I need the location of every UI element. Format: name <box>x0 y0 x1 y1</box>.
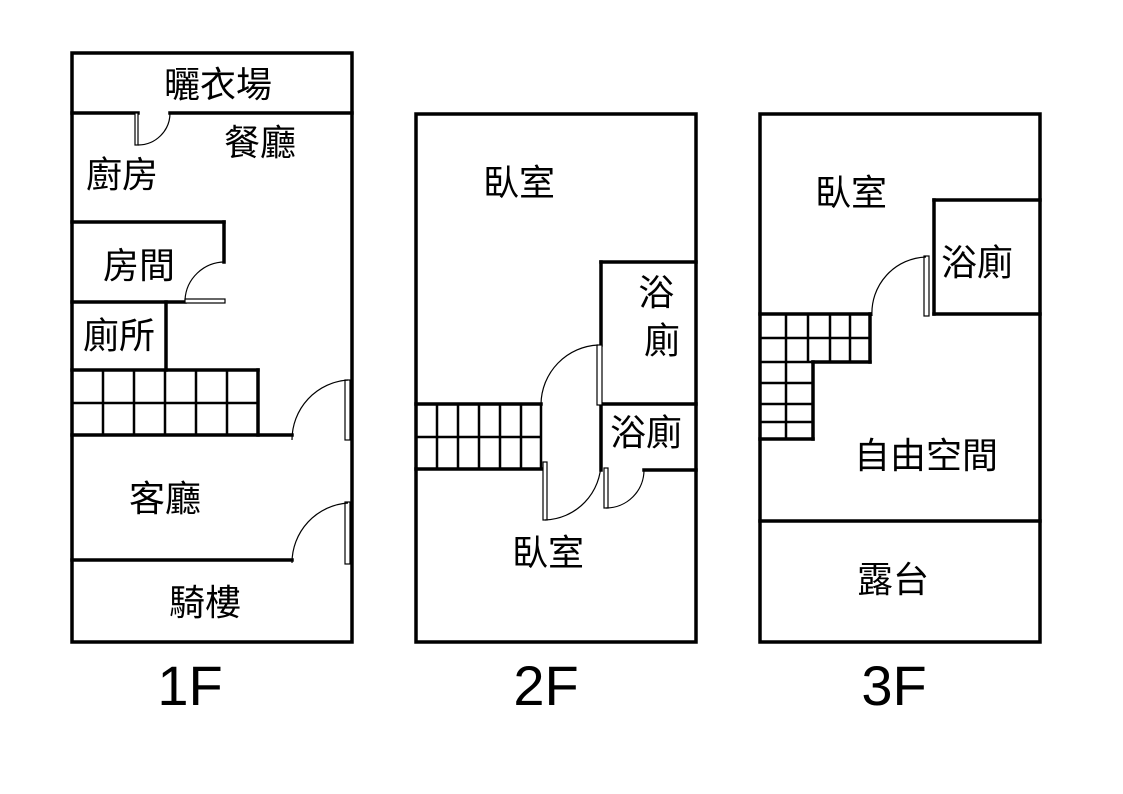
floor-label-1f: 1F <box>157 654 222 717</box>
door-bath-3f <box>871 255 930 317</box>
room-label-free-space-3f: 自由空間 <box>854 436 998 477</box>
door-front-1f <box>291 501 351 565</box>
room-label-toilet: 廁所 <box>83 316 155 357</box>
room-label-bath-lower-2f: 浴廁 <box>610 413 682 454</box>
floor-2f-outline <box>414 112 698 644</box>
door-laundry <box>134 112 171 146</box>
stairs-2f <box>414 402 543 471</box>
floor-3f-outline <box>758 112 1042 644</box>
room-label-dining: 餐廳 <box>224 123 296 164</box>
floor-2f: 臥室 浴 廁 浴廁 臥室 2F <box>414 112 698 717</box>
room-label-bedroom-3f: 臥室 <box>815 173 887 214</box>
door-room <box>184 261 226 304</box>
floor-3f: 臥室 浴廁 自由空間 露台 3F <box>758 112 1042 717</box>
floor-label-2f: 2F <box>513 654 578 717</box>
room-label-room: 房間 <box>103 246 175 287</box>
door-bedroom-2f <box>542 461 602 521</box>
room-label-bedroom-bottom-2f: 臥室 <box>512 533 584 574</box>
room-label-laundry: 曬衣場 <box>164 65 272 106</box>
stairs-1f <box>70 368 294 437</box>
room-label-arcade: 騎樓 <box>169 583 241 624</box>
floor-1f-outline <box>70 51 354 644</box>
room-label-terrace-3f: 露台 <box>857 560 929 601</box>
floor-1f: 曬衣場 餐廳 廚房 房間 廁所 客廳 騎樓 1F <box>70 51 354 717</box>
room-label-bath-upper-2f-line2: 廁 <box>644 321 680 362</box>
door-bath-upper-2f <box>540 344 603 406</box>
door-stair-1f <box>291 379 351 441</box>
floor-label-3f: 3F <box>861 654 926 717</box>
door-bath-lower-2f <box>603 467 645 509</box>
room-label-bath-upper-2f-line1: 浴 <box>638 273 674 314</box>
room-label-kitchen: 廚房 <box>86 155 158 196</box>
room-label-living: 客廳 <box>129 479 201 520</box>
room-label-bath-3f: 浴廁 <box>941 243 1013 284</box>
room-label-bath-upper-2f: 浴 廁 <box>638 273 685 362</box>
room-label-bedroom-top-2f: 臥室 <box>483 163 555 204</box>
stairs-3f <box>758 312 872 441</box>
